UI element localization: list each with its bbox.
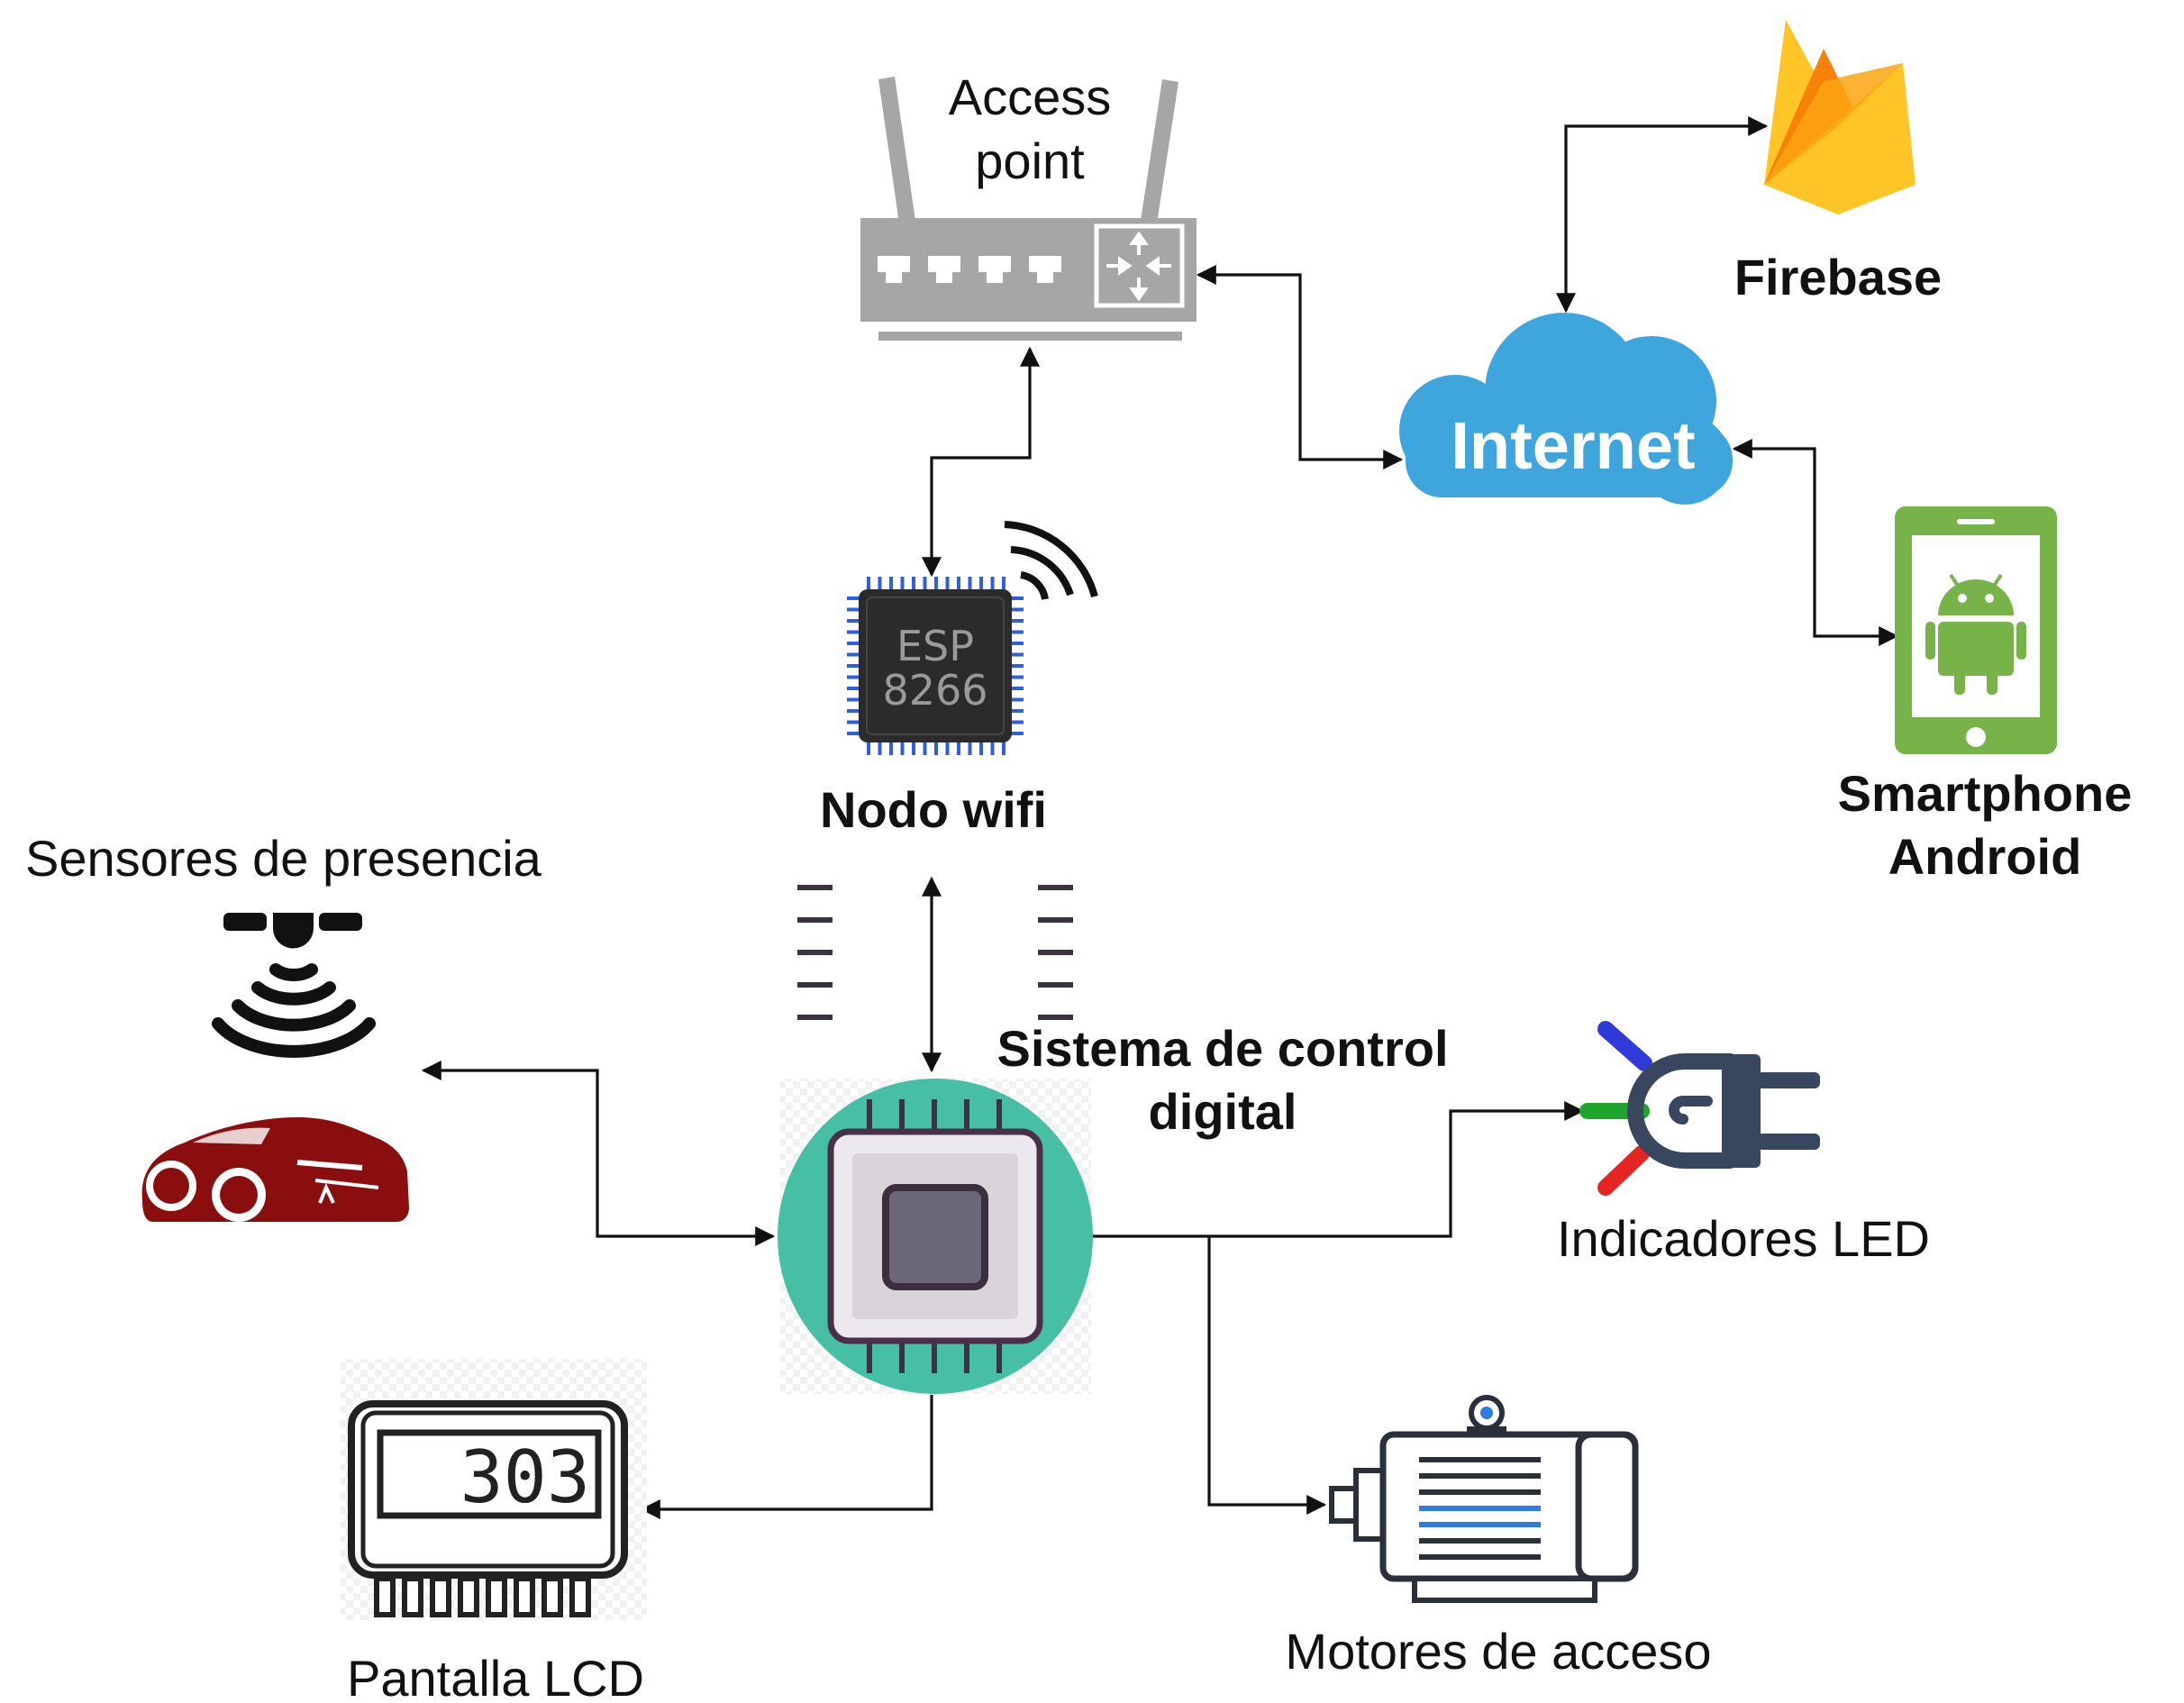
connector-internet-smartphone <box>1732 439 1899 646</box>
motor-icon <box>1329 1395 1639 1603</box>
esp8266-chip-icon: ESP 8266 <box>847 577 1024 755</box>
sistema-label: Sistema de control <box>996 1020 1448 1077</box>
firebase-icon <box>1764 20 1916 214</box>
connectors <box>421 116 1899 1519</box>
nodo-wifi-label: Nodo wifi <box>820 781 1047 838</box>
lcd-pin <box>541 1576 563 1617</box>
lcd-display-icon: 303 <box>341 1359 647 1620</box>
connector-router-nodo <box>922 346 1040 578</box>
smartphone-label-line2: Android <box>1888 828 2082 885</box>
chip-label-esp: ESP <box>896 622 974 670</box>
lcd-pin <box>569 1576 591 1617</box>
car-icon <box>141 1117 409 1222</box>
connector-router-internet <box>1196 265 1404 469</box>
connector-sensores-sistema <box>421 1061 776 1246</box>
chip-label-model: 8266 <box>882 666 987 715</box>
wifi-signal-icon <box>1004 521 1098 600</box>
connector-sistema-lcd <box>640 1395 933 1519</box>
lcd-pin <box>374 1576 396 1617</box>
lcd-pin <box>486 1576 507 1617</box>
led-plug-icon <box>1579 1021 1820 1196</box>
access-point-label-line2: point <box>975 132 1085 189</box>
presence-sensor-icon <box>212 913 376 1058</box>
lcd-digits: 303 <box>460 1435 591 1519</box>
lcd-pin <box>430 1576 451 1617</box>
lcd-pin <box>402 1576 423 1617</box>
router-icon <box>860 77 1197 341</box>
microcontroller-icon <box>778 885 1093 1394</box>
sensores-label: Sensores de presencia <box>25 830 542 887</box>
lcd-pin <box>514 1576 535 1617</box>
connector-firebase-internet <box>1556 116 1769 314</box>
smartphone-label: Smartphone <box>1838 765 2133 822</box>
android-phone-icon <box>1895 506 2057 754</box>
internet-label: Internet <box>1451 408 1695 483</box>
indicadores-label: Indicadores LED <box>1557 1210 1930 1267</box>
cloud-icon <box>1399 313 1733 505</box>
sistema-label-line2: digital <box>1149 1083 1297 1140</box>
firebase-label: Firebase <box>1734 249 1942 305</box>
connector-sistema-motor <box>1207 1236 1327 1515</box>
access-point-label: Access <box>949 68 1112 125</box>
lcd-pin <box>458 1576 479 1617</box>
pantalla-label: Pantalla LCD <box>347 1650 644 1703</box>
connector-sistema-led <box>1093 1101 1585 1238</box>
motores-label: Motores de acceso <box>1285 1623 1711 1680</box>
